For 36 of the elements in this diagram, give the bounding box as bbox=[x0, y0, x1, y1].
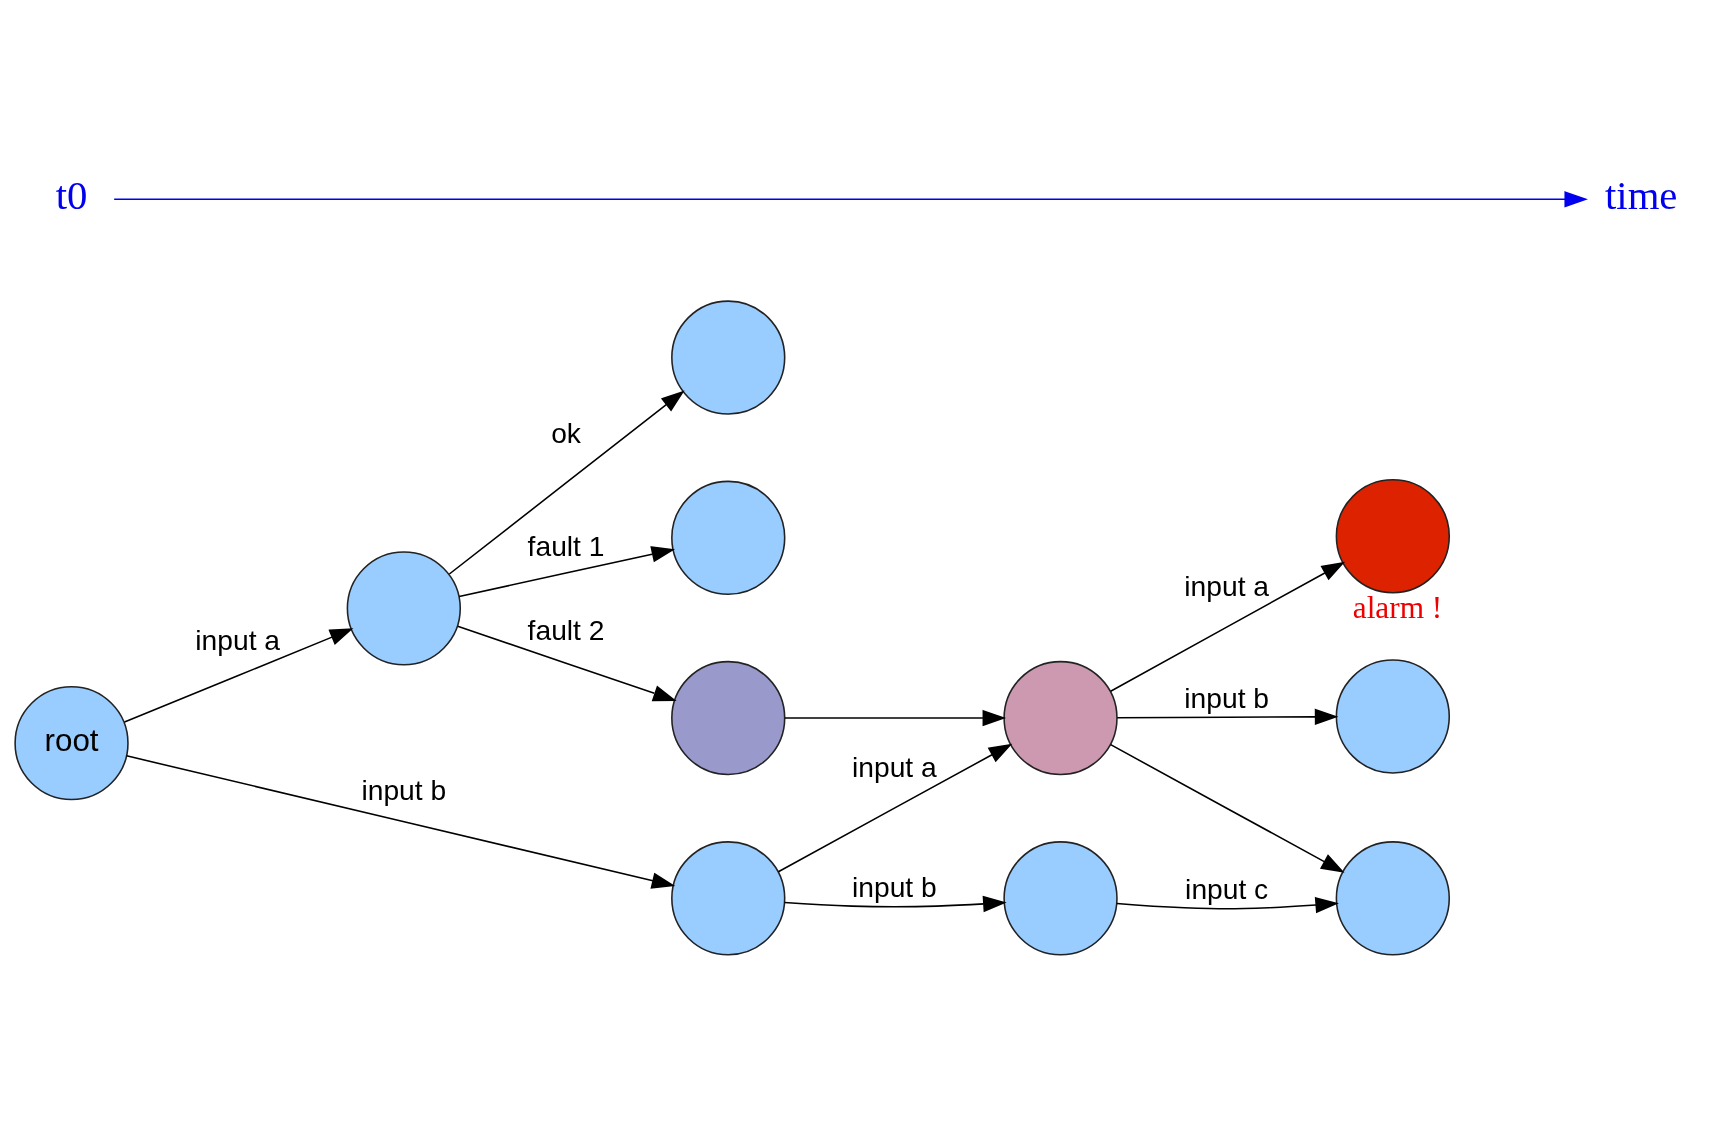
node-circle bbox=[1335, 659, 1451, 774]
node-circle bbox=[671, 480, 786, 596]
node-circle bbox=[671, 841, 786, 956]
arrow bbox=[1116, 896, 1339, 914]
arrow bbox=[777, 743, 1013, 873]
arrow bbox=[783, 895, 1007, 913]
edge-label: fault 2 bbox=[527, 614, 605, 647]
label: time bbox=[1605, 173, 1678, 219]
arrow bbox=[1109, 561, 1346, 692]
edge-label: input a bbox=[852, 750, 937, 783]
arrow bbox=[448, 390, 685, 575]
node-circle bbox=[1335, 479, 1451, 594]
node-circle bbox=[671, 660, 786, 776]
arrow bbox=[125, 755, 676, 889]
edge-label: input c bbox=[1185, 872, 1269, 905]
arrow bbox=[456, 625, 677, 702]
node-circle: root bbox=[14, 685, 129, 801]
edge-label: fault 1 bbox=[527, 529, 605, 562]
node-circle bbox=[346, 551, 462, 666]
edge-label: input a bbox=[1184, 570, 1270, 603]
node-label: alarm ! bbox=[1352, 589, 1443, 625]
edge-label: input b bbox=[852, 871, 937, 904]
edge-label: input b bbox=[361, 774, 447, 807]
arrow bbox=[784, 709, 1007, 727]
label: t0 bbox=[55, 173, 88, 219]
arrow bbox=[458, 546, 676, 598]
node-circle bbox=[671, 300, 786, 415]
edge-label: input b bbox=[1184, 681, 1270, 714]
node-circle bbox=[1003, 660, 1118, 776]
arrow bbox=[1116, 708, 1339, 726]
node-circle bbox=[1003, 841, 1118, 956]
arrow bbox=[123, 628, 354, 723]
node-circle bbox=[1335, 841, 1451, 956]
edge-label: input a bbox=[195, 623, 281, 656]
arrow bbox=[1109, 743, 1345, 873]
edge-label: ok bbox=[551, 416, 581, 449]
